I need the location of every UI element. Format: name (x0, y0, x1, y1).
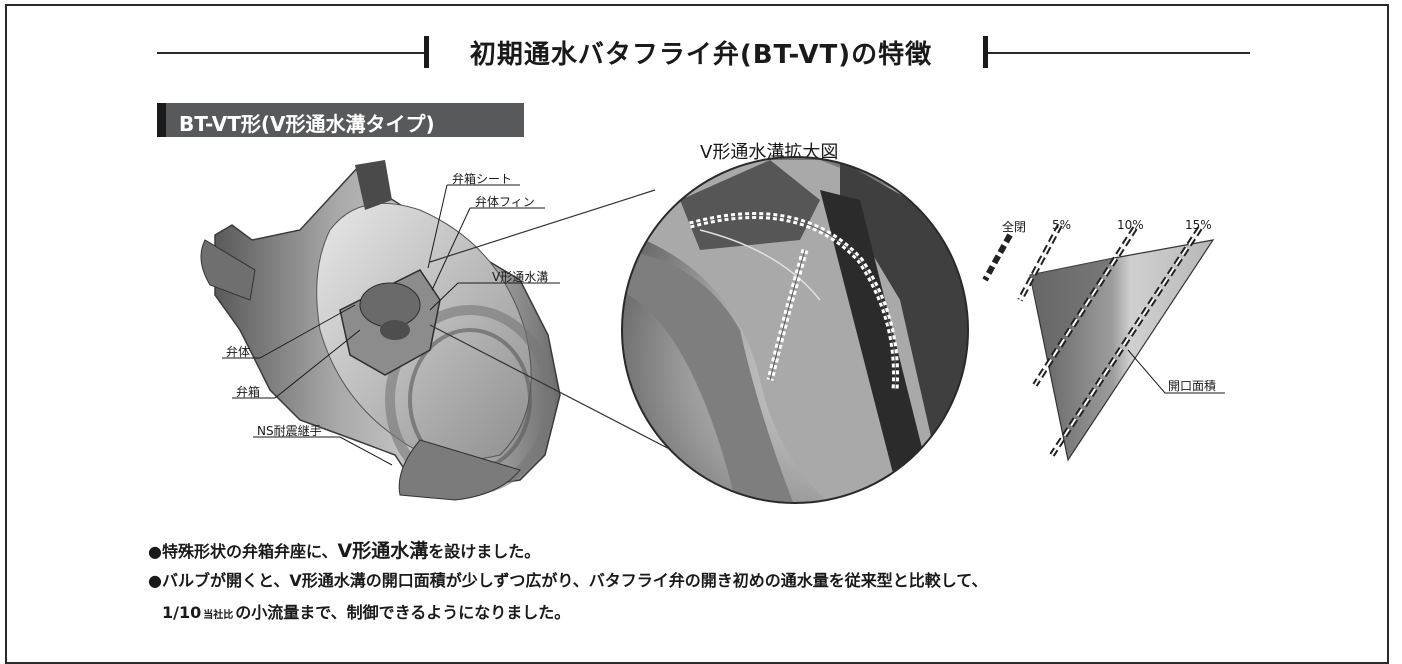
title-bar-left (424, 36, 429, 68)
ratio-value: 1/10 (162, 603, 202, 622)
ratio-note: 当社比 (203, 610, 234, 621)
opening-10: 10% (1117, 218, 1144, 232)
bullet-1-prefix: ●特殊形状の弁箱弁座に、 (148, 542, 338, 561)
magnified-view (621, 156, 969, 504)
label-valve-body: 弁箱 (236, 385, 261, 399)
valve-body-illustration (200, 160, 561, 501)
label-v-groove: V形通水溝 (492, 270, 549, 284)
leader-lines (222, 184, 560, 466)
label-disc-fin: 弁体フィン (475, 195, 535, 209)
projection-lines (429, 189, 711, 471)
title-rule-left (157, 52, 424, 54)
title-bar-right (983, 36, 988, 68)
section-tag-label: BT-VT形(V形通水溝タイプ) (179, 112, 435, 136)
label-disc: 弁体 (226, 345, 251, 359)
label-valve-seat: 弁箱シート (452, 172, 513, 186)
bullet-1-suffix: を設けました。 (428, 542, 541, 561)
ratio-suffix: の小流量まで、制御できるようになりました。 (235, 603, 571, 622)
section-tag: BT-VT形(V形通水溝タイプ) (157, 103, 524, 137)
title-rule-right (988, 52, 1250, 54)
bullet-1: ●特殊形状の弁箱弁座に、V形通水溝を設けました。 (148, 536, 540, 563)
opening-area-diagram (982, 223, 1225, 462)
label-ns-joint: NS耐震継手 (257, 424, 322, 438)
section-tag-bar (157, 103, 166, 137)
opening-5: 5% (1052, 218, 1072, 232)
page-title: 初期通水バタフライ弁(BT-VT)の特徴 (469, 40, 933, 70)
label-open-area: 開口面積 (1168, 379, 1217, 393)
bullet-2: ●バルブが開くと、V形通水溝の開口面積が少しずつ広がり、バタフライ弁の開き初めの… (148, 571, 988, 590)
valve-illustration (200, 156, 1225, 504)
opening-15: 15% (1185, 218, 1212, 232)
bullet-1-emphasis: V形通水溝 (337, 540, 429, 562)
opening-closed: 全閉 (1002, 220, 1027, 234)
